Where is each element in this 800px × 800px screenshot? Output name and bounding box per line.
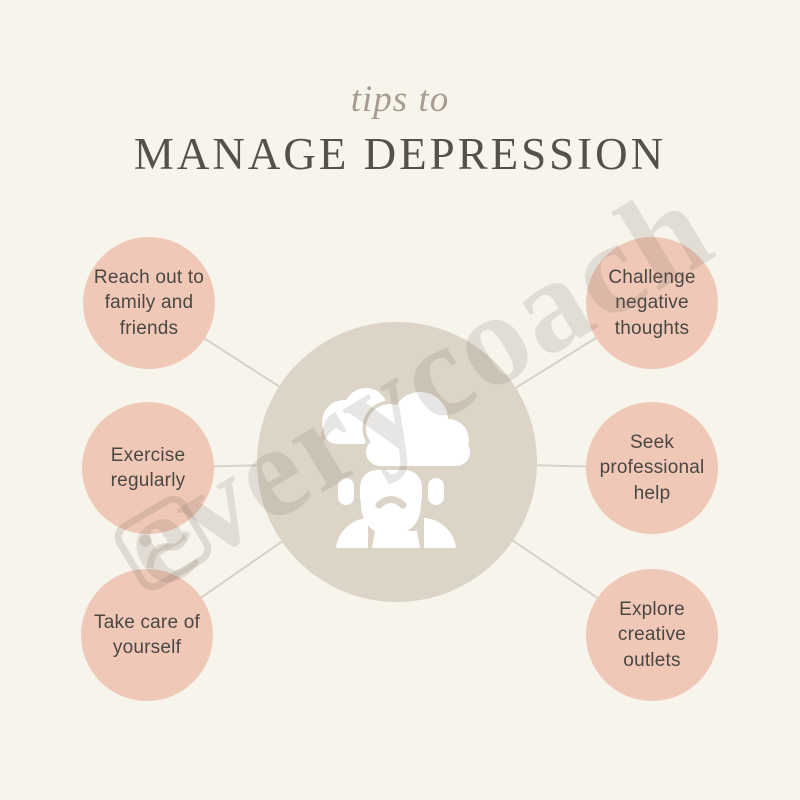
tip-label: Exercise regularly	[110, 444, 186, 491]
tip-circle-self-care: Take care of yourself	[81, 569, 213, 701]
face	[360, 470, 422, 536]
person-with-cloud-head-icon	[322, 388, 472, 548]
chest	[372, 531, 420, 548]
tip-label: Challenge negative thoughts	[608, 267, 696, 339]
page-title: MANAGE DEPRESSION	[133, 129, 667, 179]
tip-circle-exercise: Exercise regularly	[82, 402, 214, 534]
frown-mouth	[375, 496, 407, 509]
cloud-right	[366, 392, 470, 466]
ear-left	[338, 478, 354, 505]
tip-label: Take care of yourself	[94, 611, 200, 658]
shoulder-right	[424, 518, 456, 548]
tip-label: Explore creative outlets	[617, 599, 687, 671]
header-eyebrow: tips to	[350, 79, 450, 120]
shoulder-left	[336, 518, 368, 548]
center-circle	[257, 322, 537, 602]
tip-circle-professional-help: Seek professional help	[586, 402, 718, 534]
tip-circle-challenge-thoughts: Challenge negative thoughts	[586, 237, 718, 369]
tip-circle-reach-out: Reach out to family and friends	[83, 237, 215, 369]
tip-label: Seek professional help	[599, 432, 705, 504]
ear-right	[428, 478, 444, 505]
tip-label: Reach out to family and friends	[93, 267, 205, 339]
tip-circle-creative-outlets: Explore creative outlets	[586, 569, 718, 701]
